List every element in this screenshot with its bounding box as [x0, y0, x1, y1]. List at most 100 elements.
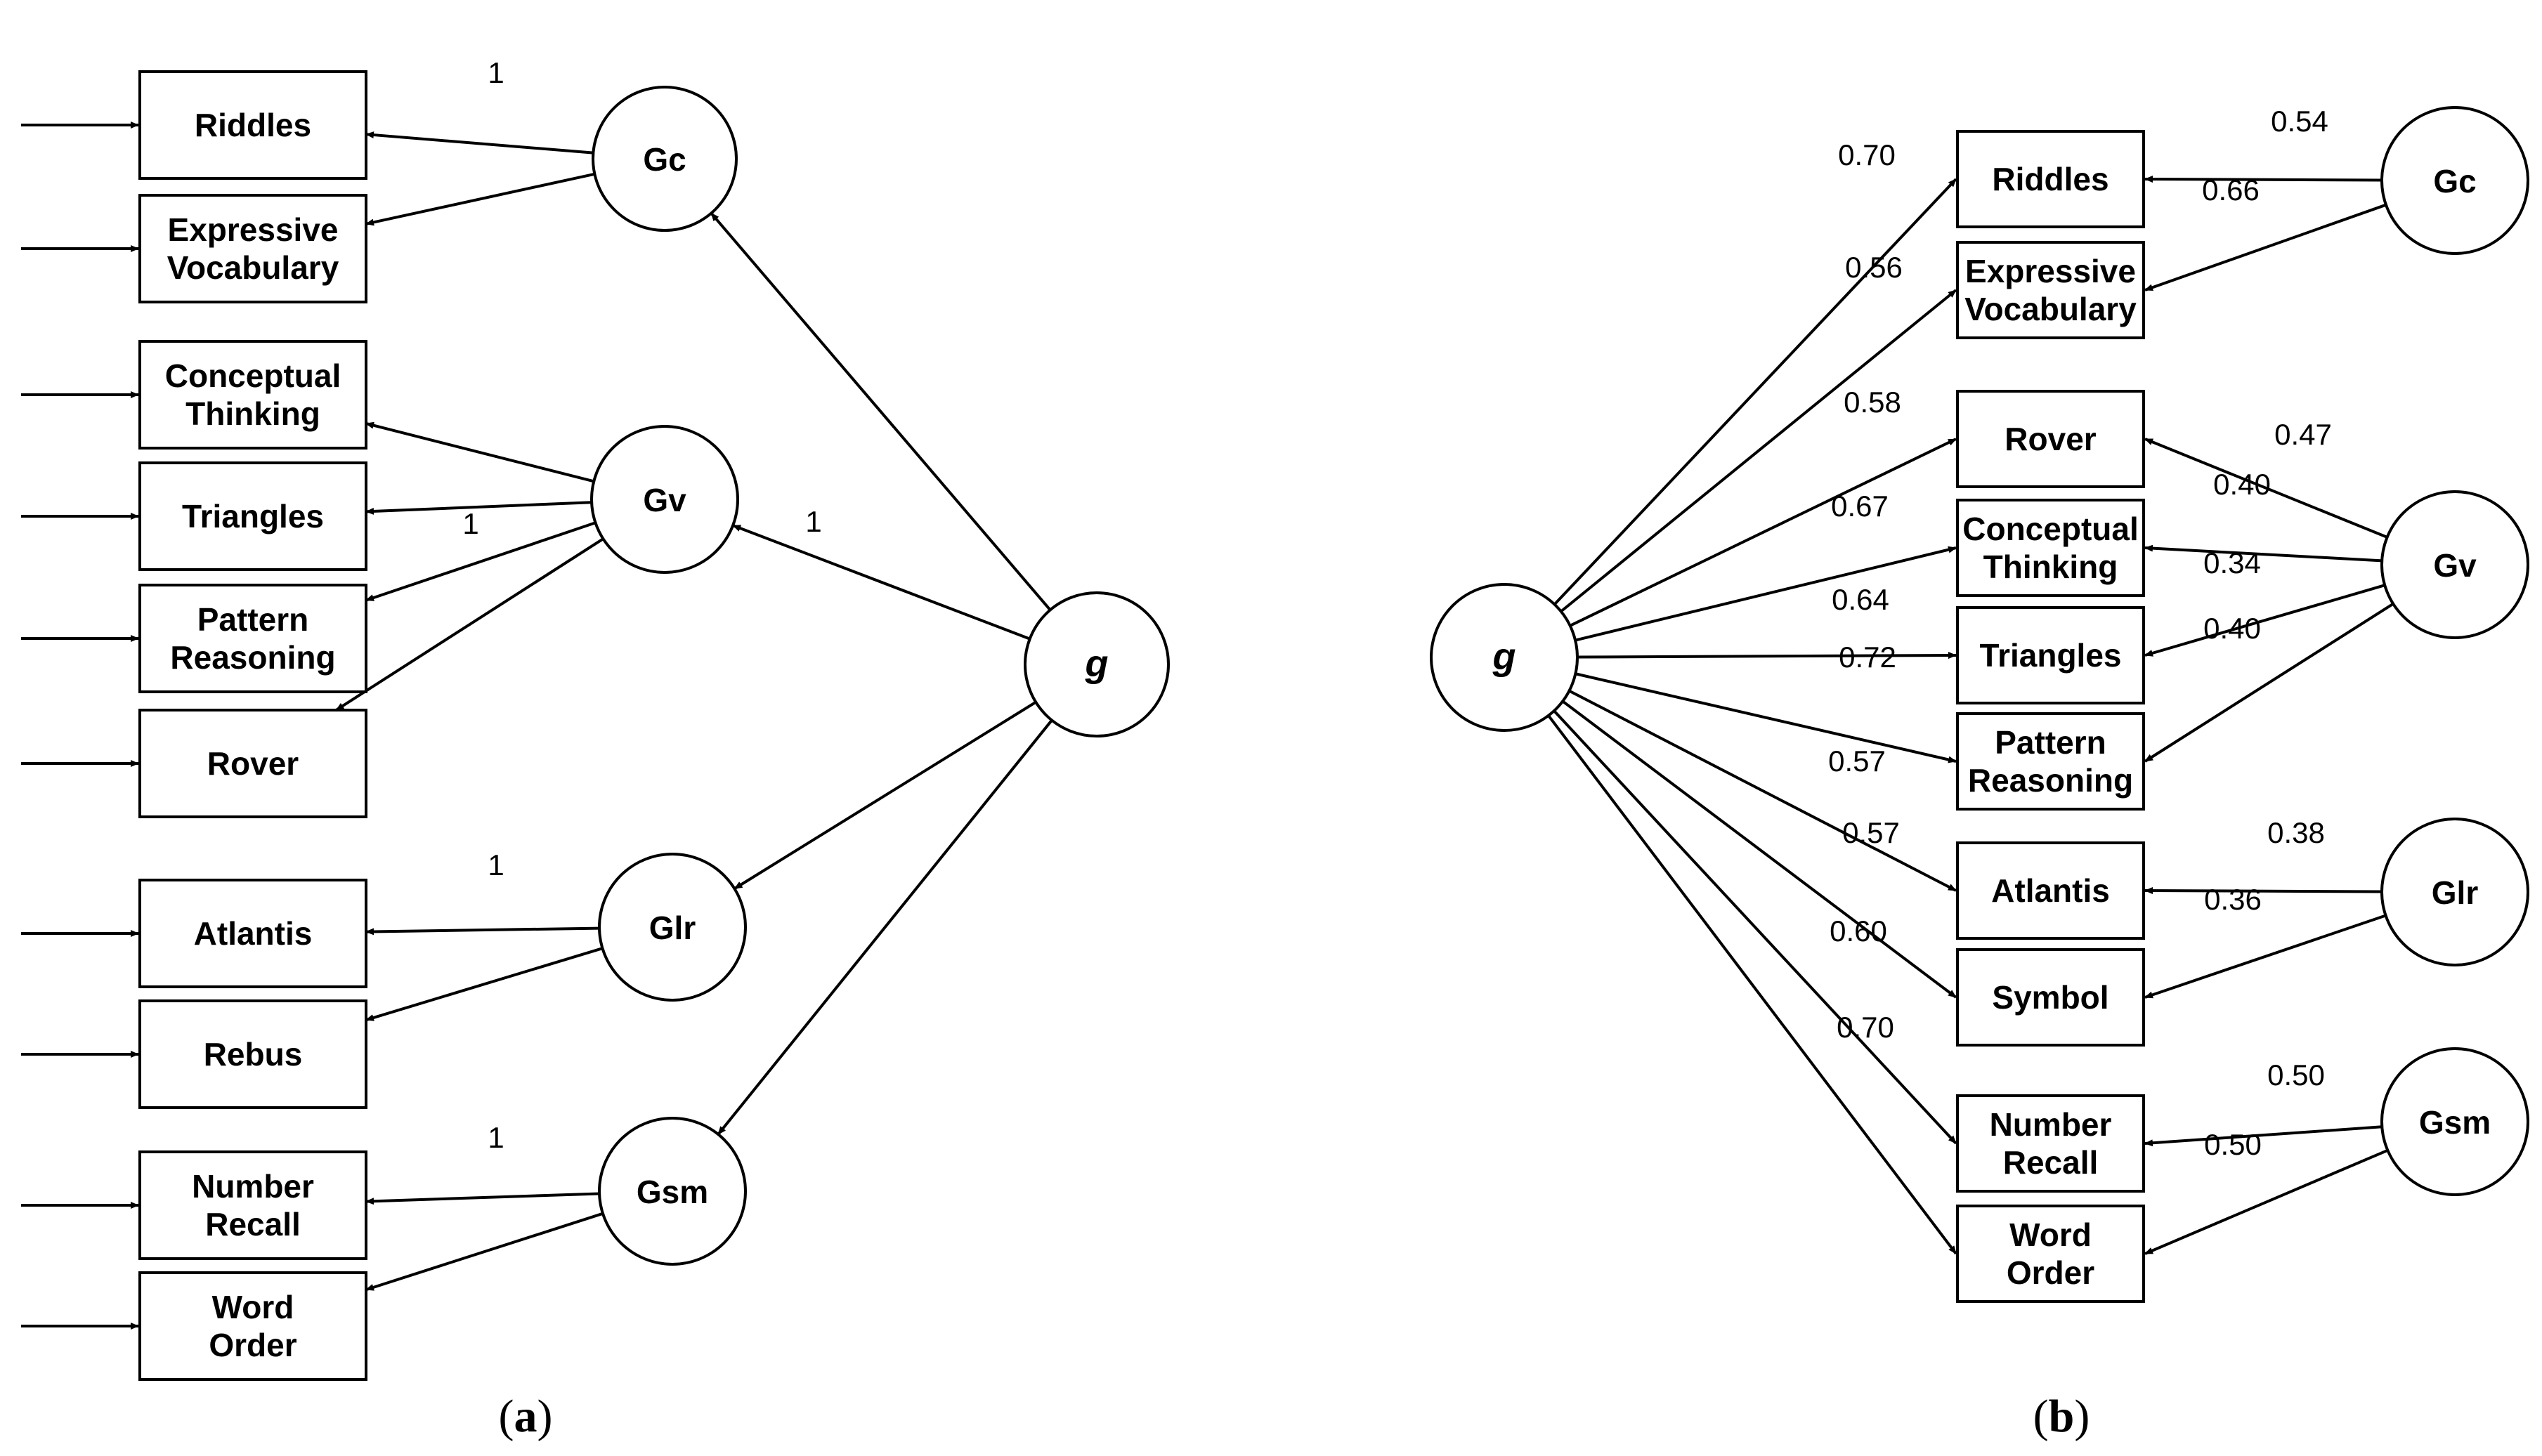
panel-b-box-word-order [1956, 1205, 2145, 1303]
panel-b-box-number-recall-label: Number [1990, 1106, 2112, 1143]
panel-b-g-loading-pattern-reasoning [1575, 672, 1957, 763]
panel-a-box-pattern-reasoning-label: Reasoning [170, 639, 335, 676]
panel-a-latent-gv [590, 425, 739, 574]
panel-b-box-number-recall [1956, 1094, 2145, 1193]
panel-a-loading-gsm-number-recall [365, 1192, 600, 1205]
panel-b-g-weight-number-recall: 0.60 [1830, 914, 1887, 947]
panel-a-box-word-order [138, 1271, 367, 1381]
panel-b-latent-g [1430, 583, 1579, 732]
panel-a-weight-g-gv: 1 [805, 505, 821, 538]
panel-b-box-symbol-label: Symbol [1992, 979, 2108, 1016]
panel-a-box-number-recall-label: Number [192, 1168, 314, 1205]
panel-a-box-triangles-label: Triangles [182, 498, 324, 534]
panel-b-loading-gv-triangles [2144, 584, 2385, 657]
panel-b-box-conceptual-thinking-label: Conceptual [1962, 511, 2138, 547]
caption-a: (a) [499, 1391, 553, 1442]
panel-a-loading-glr-rebus [365, 947, 604, 1022]
panel-b-loading-gv-rover [2144, 438, 2388, 539]
panel-b-weight-gc-expressive-vocabulary: 0.66 [2202, 173, 2260, 206]
panel-b-box-atlantis-label: Atlantis [1991, 872, 2110, 909]
panel-b-loading-gc-expressive-vocabulary [2144, 203, 2387, 291]
panel-b-box-riddles-label: Riddles [1992, 161, 2108, 197]
panel-b-loading-gv-pattern-reasoning [2144, 603, 2394, 763]
panel-a-box-rover [138, 709, 367, 818]
panel-b-box-conceptual-thinking [1956, 499, 2145, 597]
panel-a-box-triangles [138, 461, 367, 571]
panel-b-weight-gsm-word-order: 0.50 [2204, 1128, 2262, 1161]
panel-a-loading-glr-atlantis [365, 926, 600, 936]
panel-a-loading-gv-rover [335, 537, 604, 711]
panel-a-box-rebus-label: Rebus [204, 1036, 303, 1073]
panel-a-box-expressive-vocabulary [138, 194, 367, 303]
panel-b-weight-gv-conceptual-thinking: 0.40 [2213, 468, 2271, 501]
edges [21, 122, 2394, 1330]
panel-a-loading-gv-conceptual-thinking [365, 421, 594, 483]
panel-a-box-conceptual-thinking-label: Thinking [185, 395, 320, 432]
panel-a-g-to-gc [710, 212, 1052, 611]
panel-b-box-number-recall-label: Recall [2003, 1144, 2099, 1181]
panel-b-latent-gsm [2380, 1047, 2529, 1196]
panel-b-loading-glr-symbol [2144, 914, 2387, 999]
panel-a-box-pattern-reasoning-label: Pattern [197, 601, 308, 638]
panel-b-g-loading-rover [1569, 438, 1957, 627]
panel-a-box-pattern-reasoning [138, 584, 367, 693]
panel-a-latent-gc-label: Gc [643, 141, 686, 178]
panel-b-weight-gc-riddles: 0.54 [2271, 105, 2328, 138]
panel-a-box-number-recall [138, 1150, 367, 1260]
panel-b-latent-glr-label: Glr [2432, 874, 2479, 911]
panel-b-box-riddles [1956, 130, 2145, 228]
panel-a-weight-gsm-number-recall: 1 [488, 1121, 504, 1154]
panel-b-box-expressive-vocabulary-label: Expressive [1965, 253, 2136, 289]
panel-a-latent-g [1024, 591, 1170, 737]
panel-b-weight-gv-pattern-reasoning: 0.40 [2203, 612, 2261, 645]
panel-b-latent-gc-label: Gc [2433, 163, 2476, 199]
panel-b-box-pattern-reasoning-label: Pattern [1995, 724, 2106, 761]
panel-a-weight-gv-pattern-reasoning: 1 [462, 507, 478, 540]
panel-a-box-riddles-label: Riddles [195, 107, 311, 143]
panel-b-box-triangles-label: Triangles [1980, 637, 2122, 674]
panel-b-loading-glr-atlantis [2144, 887, 2383, 895]
panel-b-box-expressive-vocabulary-label: Vocabulary [1964, 291, 2137, 327]
panel-b-g-loading-word-order [1547, 714, 1957, 1255]
panel-b-g-weight-word-order: 0.70 [1837, 1011, 1894, 1044]
panel-b-latent-gc [2380, 106, 2529, 255]
panel-a-weight-glr-atlantis: 1 [488, 848, 504, 881]
panel-a-g-to-glr [734, 700, 1037, 890]
panel-a-latent-gsm-label: Gsm [637, 1174, 708, 1210]
panel-b-g-loading-symbol [1561, 700, 1957, 999]
panel-b-g-loading-conceptual-thinking [1575, 546, 1957, 642]
panel-b-loading-gc-riddles [2144, 176, 2383, 183]
panel-b-g-weight-atlantis: 0.57 [1828, 745, 1886, 778]
panel-b-box-symbol [1956, 948, 2145, 1047]
panel-b-weight-gv-triangles: 0.34 [2203, 546, 2261, 579]
panel-b-g-loading-riddles [1553, 178, 1957, 605]
panel-a-box-riddles [138, 70, 367, 180]
panel-b-g-loading-triangles [1577, 652, 1957, 660]
panel-b-box-word-order-label: Order [2007, 1254, 2094, 1291]
panel-a-box-conceptual-thinking [138, 340, 367, 450]
panel-b-box-pattern-reasoning-label: Reasoning [1968, 762, 2133, 799]
panel-a-loading-gv-triangles [365, 501, 592, 515]
panel-b-weight-gv-rover: 0.47 [2274, 418, 2332, 451]
panel-b-loading-gsm-number-recall [2144, 1125, 2383, 1147]
panel-a-box-number-recall-label: Recall [205, 1206, 301, 1242]
panel-a-loading-gv-pattern-reasoning [365, 521, 597, 602]
panel-b-g-weight-expressive-vocabulary: 0.56 [1845, 251, 1903, 284]
panel-a-latent-gsm [598, 1117, 747, 1266]
panel-b-box-pattern-reasoning [1956, 712, 2145, 811]
panel-b-g-loading-number-recall [1553, 709, 1957, 1145]
panel-b-latent-gv-label: Gv [2433, 547, 2477, 584]
panel-b-g-weight-riddles: 0.70 [1838, 138, 1896, 171]
panel-b-latent-glr [2380, 818, 2529, 966]
panel-b-box-rover-label: Rover [2005, 421, 2096, 457]
panel-b-g-weight-rover: 0.58 [1844, 386, 1901, 419]
panel-b-latent-gsm-label: Gsm [2419, 1104, 2491, 1141]
panel-b-g-weight-triangles: 0.64 [1832, 583, 1889, 616]
panel-b-weight-glr-symbol: 0.36 [2204, 883, 2262, 916]
panel-b-box-conceptual-thinking-label: Thinking [1983, 549, 2118, 585]
panel-b-box-atlantis [1956, 841, 2145, 940]
panel-a-box-word-order-label: Order [209, 1327, 296, 1363]
panel-a-latent-glr [598, 853, 747, 1002]
panel-a-box-conceptual-thinking-label: Conceptual [165, 358, 341, 394]
